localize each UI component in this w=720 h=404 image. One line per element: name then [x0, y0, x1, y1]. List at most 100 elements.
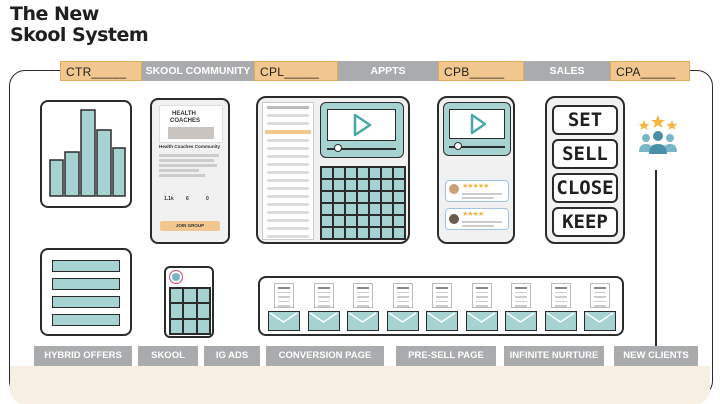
star-rating-icon: ★★★★: [462, 211, 484, 218]
calendar-cell[interactable]: [357, 215, 369, 227]
calendar-cell[interactable]: [357, 179, 369, 191]
calendar-cell[interactable]: [393, 203, 405, 215]
calendar-cell[interactable]: [393, 179, 405, 191]
testimonial-2: ★★★★: [445, 208, 509, 230]
calendar-cell[interactable]: [333, 215, 345, 227]
calendar-cell[interactable]: [333, 167, 345, 179]
calendar-cell[interactable]: [369, 179, 381, 191]
calendar-cell[interactable]: [381, 167, 393, 179]
calendar-cell[interactable]: [345, 215, 357, 227]
calendar-cell[interactable]: [357, 227, 369, 239]
ig-post[interactable]: [183, 318, 197, 334]
ig-post-grid[interactable]: [169, 287, 211, 335]
community-stats: 1.1k 6 0: [164, 196, 224, 210]
email-document: [471, 283, 492, 308]
email-envelope-icon: [465, 311, 498, 331]
calendar-cell[interactable]: [369, 167, 381, 179]
email-document: [392, 283, 413, 308]
page-title: The New Skool System: [10, 3, 149, 46]
calendar-cell[interactable]: [333, 203, 345, 215]
ig-post[interactable]: [183, 288, 197, 304]
calendar-cell[interactable]: [357, 203, 369, 215]
offer-bar: [52, 260, 120, 272]
title-line-1: The New: [10, 3, 99, 25]
calendar-cell[interactable]: [321, 203, 333, 215]
calendar-cell[interactable]: [333, 191, 345, 203]
community-description: [159, 152, 223, 179]
appts-tag: APPTS: [338, 61, 438, 81]
sales-step-keep: KEEP: [552, 207, 618, 237]
calendar-cell[interactable]: [345, 191, 357, 203]
calendar-cell[interactable]: [369, 191, 381, 203]
play-icon[interactable]: [469, 113, 487, 135]
join-group-button[interactable]: JOIN GROUP: [160, 221, 220, 231]
instagram-avatar-icon: [169, 270, 183, 284]
calendar-cell[interactable]: [345, 167, 357, 179]
pre-sell-scrubber[interactable]: [454, 142, 462, 150]
calendar-cell[interactable]: [381, 227, 393, 239]
calendar-cell[interactable]: [321, 191, 333, 203]
bar-3: [80, 109, 96, 197]
offer-bar: [52, 296, 120, 308]
calendar-cell[interactable]: [321, 179, 333, 191]
ig-post[interactable]: [196, 303, 210, 319]
stat-online: 6: [186, 196, 189, 202]
calendar-cell[interactable]: [369, 203, 381, 215]
email-document: [353, 283, 373, 308]
calendar-cell[interactable]: [333, 227, 345, 239]
play-icon[interactable]: [352, 113, 372, 137]
stat-admins: 0: [206, 196, 209, 202]
ig-post[interactable]: [183, 303, 197, 319]
testimonial-text: [462, 221, 502, 223]
calendar-grid[interactable]: [320, 166, 406, 240]
skool-label: SKOOL: [138, 346, 198, 366]
pre-sell-panel: ★★★★★ ★★★★: [437, 96, 515, 244]
pre-sell-progress-track[interactable]: [449, 146, 505, 148]
email-document: [274, 283, 294, 308]
calendar-cell[interactable]: [381, 179, 393, 191]
calendar-cell[interactable]: [393, 167, 405, 179]
calendar-cell[interactable]: [393, 191, 405, 203]
conversion-page-label: CONVERSION PAGE: [266, 346, 384, 366]
calendar-cell[interactable]: [321, 215, 333, 227]
cpb-tag: CPB_____: [438, 61, 524, 81]
calendar-cell[interactable]: [381, 215, 393, 227]
calendar-cell[interactable]: [393, 227, 405, 239]
video-player[interactable]: [320, 102, 404, 158]
avatar: [449, 214, 459, 224]
calendar-cell[interactable]: [345, 227, 357, 239]
email-envelope-icon: [268, 311, 300, 331]
calendar-cell[interactable]: [357, 191, 369, 203]
calendar-cell[interactable]: [333, 179, 345, 191]
lesson-list: [262, 102, 314, 240]
calendar-cell[interactable]: [393, 215, 405, 227]
calendar-cell[interactable]: [345, 179, 357, 191]
calendar-cell[interactable]: [321, 227, 333, 239]
calendar-cell[interactable]: [345, 203, 357, 215]
email-document: [511, 283, 531, 308]
calendar-cell[interactable]: [357, 167, 369, 179]
new-clients-label: NEW CLIENTS: [614, 346, 698, 366]
video-progress-track[interactable]: [327, 148, 396, 150]
video-scrubber[interactable]: [334, 144, 342, 152]
pre-sell-video[interactable]: [443, 102, 511, 156]
ig-post[interactable]: [170, 288, 184, 304]
email-envelope-icon: [505, 311, 537, 331]
ig-post[interactable]: [196, 318, 210, 334]
calendar-cell[interactable]: [321, 167, 333, 179]
calendar-cell[interactable]: [369, 215, 381, 227]
ig-post[interactable]: [170, 318, 184, 334]
calendar-cell[interactable]: [369, 227, 381, 239]
ig-post[interactable]: [196, 288, 210, 304]
hybrid-offers-label: HYBRID OFFERS: [34, 346, 132, 366]
calendar-cell[interactable]: [381, 203, 393, 215]
email-document: [313, 283, 334, 308]
stat-members: 1.1k: [164, 196, 174, 202]
pre-sell-page-label: PRE-SELL PAGE: [396, 346, 496, 366]
star-rating-icon: ★★★★★: [462, 183, 489, 190]
bar-chart-box: [40, 100, 132, 208]
cpa-tag: CPA_____: [610, 61, 690, 81]
calendar-cell[interactable]: [381, 191, 393, 203]
ig-post[interactable]: [170, 303, 184, 319]
email-envelope-icon: [307, 311, 340, 331]
